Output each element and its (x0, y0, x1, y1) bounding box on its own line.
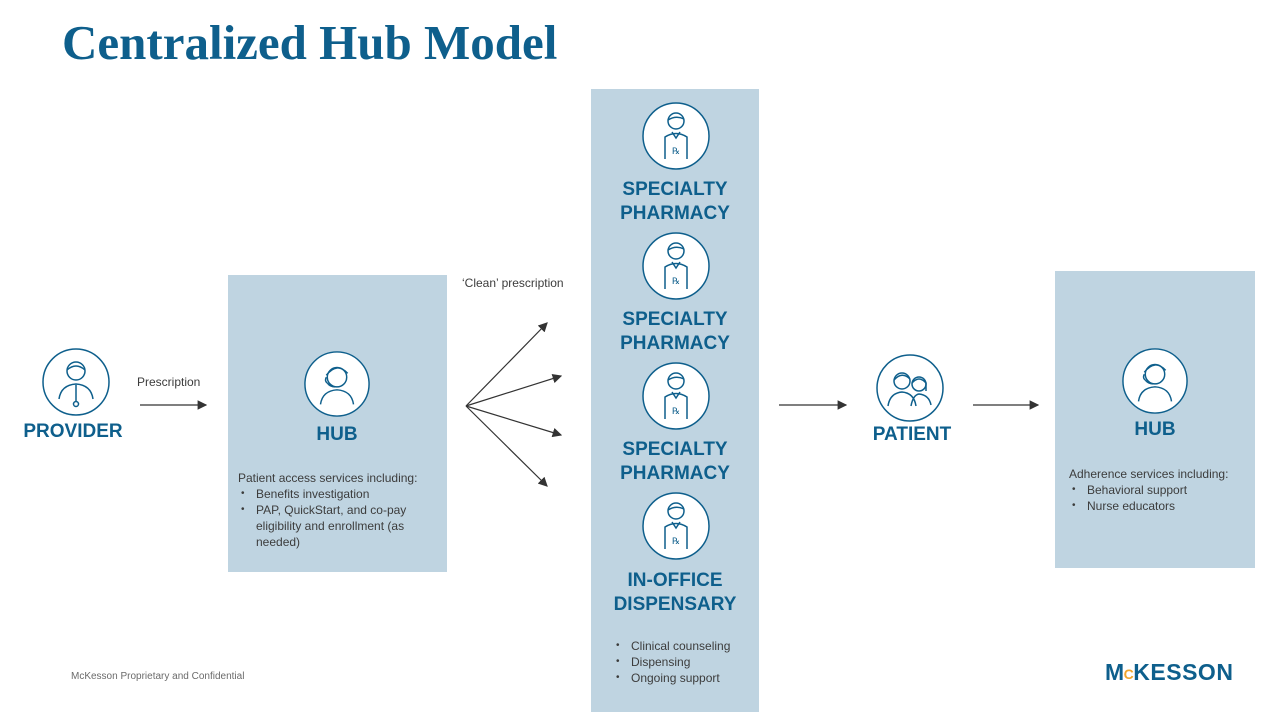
hub-access-item-2: PAP, QuickStart, and co-pay eligibility … (238, 502, 443, 550)
patient-to-hub-arrow (973, 400, 1040, 410)
svg-text:℞: ℞ (672, 406, 680, 416)
distribution-arrows (465, 322, 563, 487)
prescription-arrow (140, 400, 208, 410)
svg-text:℞: ℞ (672, 276, 680, 286)
hub-adherence-label: HUB (1134, 419, 1176, 440)
svg-text:℞: ℞ (672, 536, 680, 546)
hub-adherence-item-1: Behavioral support (1069, 482, 1251, 498)
dispensary-item-3: Ongoing support (613, 670, 753, 686)
hub-adherence-intro: Adherence services including: (1069, 467, 1229, 481)
pharmacist-icon: ℞ (642, 232, 710, 300)
prescription-label: Prescription (137, 375, 201, 389)
dispensary-label: IN-OFFICE DISPENSARY (613, 570, 737, 615)
clean-prescription-label: ‘Clean’ prescription (462, 276, 564, 290)
hub-access-label: HUB (316, 424, 358, 445)
pharmacist-icon: ℞ (642, 362, 710, 430)
svg-text:℞: ℞ (672, 146, 680, 156)
pharmacy-3-label: SPECIALTY PHARMACY (620, 439, 730, 484)
hub-adherence-panel (1055, 271, 1255, 568)
pharmacy-2-label: SPECIALTY PHARMACY (620, 309, 730, 354)
hub-access-services: Patient access services including: Benef… (238, 470, 443, 550)
page-title: Centralized Hub Model (62, 15, 558, 70)
hub-access-item-1: Benefits investigation (238, 486, 443, 502)
hub-adherence-services: Adherence services including: Behavioral… (1069, 466, 1251, 514)
patient-icon (876, 354, 944, 422)
pharmacy-to-patient-arrow (779, 400, 848, 410)
pharmacist-icon: ℞ (642, 492, 710, 560)
pharmacy-1-label: SPECIALTY PHARMACY (620, 179, 730, 224)
dispensary-item-1: Clinical counseling (613, 638, 753, 654)
patient-label: PATIENT (872, 424, 952, 445)
mckesson-logo: MCKESSON (1105, 659, 1234, 685)
provider-label: PROVIDER (23, 421, 123, 442)
pharmacist-icon: ℞ (642, 102, 710, 170)
footer-confidentiality: McKesson Proprietary and Confidential (71, 671, 245, 682)
dispensary-item-2: Dispensing (613, 654, 753, 670)
hub-agent-icon (304, 351, 370, 417)
dispensary-services: Clinical counseling Dispensing Ongoing s… (613, 638, 753, 686)
provider-icon (42, 348, 110, 416)
hub-access-intro: Patient access services including: (238, 471, 418, 485)
hub-agent-icon (1122, 348, 1188, 414)
hub-adherence-item-2: Nurse educators (1069, 498, 1251, 514)
